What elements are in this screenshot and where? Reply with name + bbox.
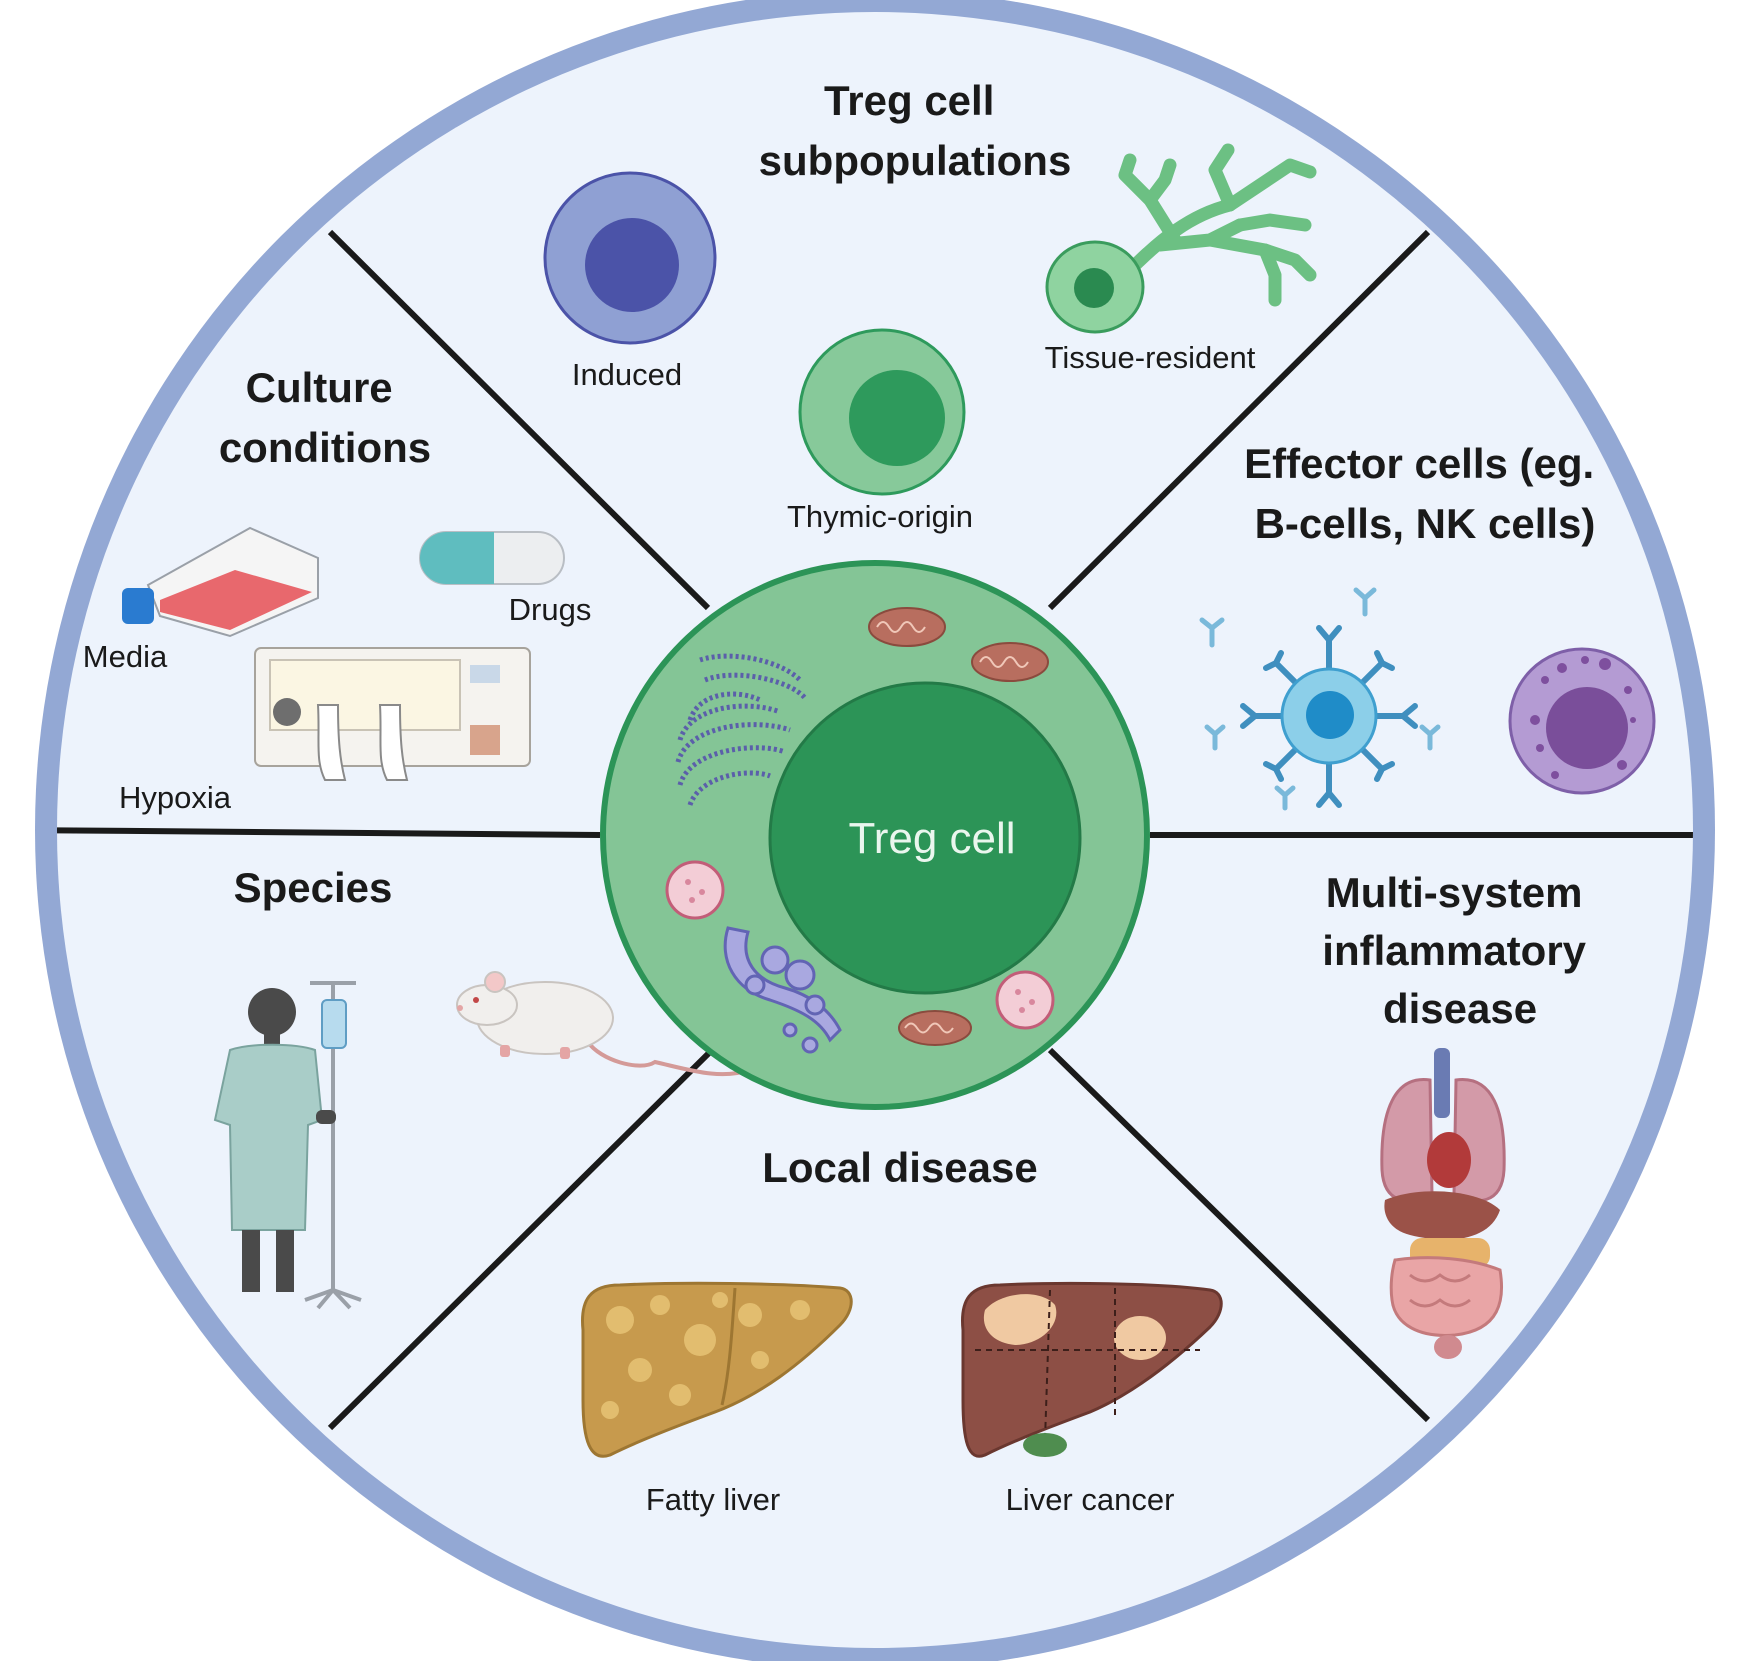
b-cell-icon (1240, 625, 1418, 808)
organs-icon (1380, 1048, 1506, 1359)
drug-capsule-icon (419, 531, 565, 585)
mitochondria-icon (868, 607, 1049, 1046)
section-local-disease: Local disease Fatty liver Liver cancer (580, 1144, 1223, 1517)
drugs-label: Drugs (509, 592, 592, 627)
central-treg-cell: Treg cell (600, 560, 1150, 1110)
fatty-liver-icon (580, 1281, 853, 1458)
induced-cell-icon (543, 171, 717, 345)
thymic-origin-cell-icon (798, 328, 966, 496)
section-culture-conditions: Culture conditions Media Drugs Hypoxia (83, 364, 592, 815)
treg-cell-label: Treg cell (848, 814, 1015, 863)
culture-conditions-title: Culture conditions (219, 364, 431, 471)
liver-cancer-icon (960, 1281, 1223, 1458)
section-dividers (57, 229, 1693, 1431)
divider-left (57, 827, 601, 838)
divider-lower-left (327, 1047, 715, 1431)
induced-label: Induced (572, 357, 682, 392)
section-multi-system: Multi-system inflammatory disease (1322, 869, 1597, 1359)
divider-upper-left (327, 229, 711, 611)
section-treg-subpopulations: Treg cell subpopulations Induced Thymic-… (543, 77, 1317, 534)
thymic-origin-label: Thymic-origin (787, 499, 973, 534)
divider-upper-right (1047, 229, 1431, 611)
fatty-liver-label: Fatty liver (646, 1482, 780, 1517)
vesicle-icon (665, 860, 1055, 1030)
tissue-resident-cell-icon (1045, 143, 1317, 334)
effector-cells-title: Effector cells (eg. B-cells, NK cells) (1244, 440, 1606, 547)
treg-cell-nucleus (768, 681, 1082, 995)
patient-icon (213, 981, 362, 1310)
hypoxia-label: Hypoxia (119, 780, 232, 815)
golgi-icon (723, 926, 842, 1054)
tissue-resident-label: Tissue-resident (1045, 340, 1256, 375)
species-title: Species (234, 864, 393, 911)
mouse-icon (456, 971, 751, 1077)
hypoxia-chamber-icon (254, 647, 531, 781)
section-effector-cells: Effector cells (eg. B-cells, NK cells) (1199, 440, 1656, 811)
nk-cell-icon (1508, 647, 1656, 795)
local-disease-title: Local disease (762, 1144, 1037, 1191)
section-species: Species (213, 864, 751, 1310)
liver-cancer-label: Liver cancer (1006, 1482, 1175, 1517)
treg-subpopulations-title: Treg cell subpopulations (759, 77, 1072, 184)
endoplasmic-reticulum-icon (675, 653, 807, 806)
divider-lower-right (1047, 1047, 1431, 1423)
media-label: Media (83, 639, 168, 674)
multi-system-title: Multi-system inflammatory disease (1322, 869, 1597, 1032)
culture-flask-icon (122, 526, 319, 638)
antibody-icons (1199, 587, 1441, 811)
